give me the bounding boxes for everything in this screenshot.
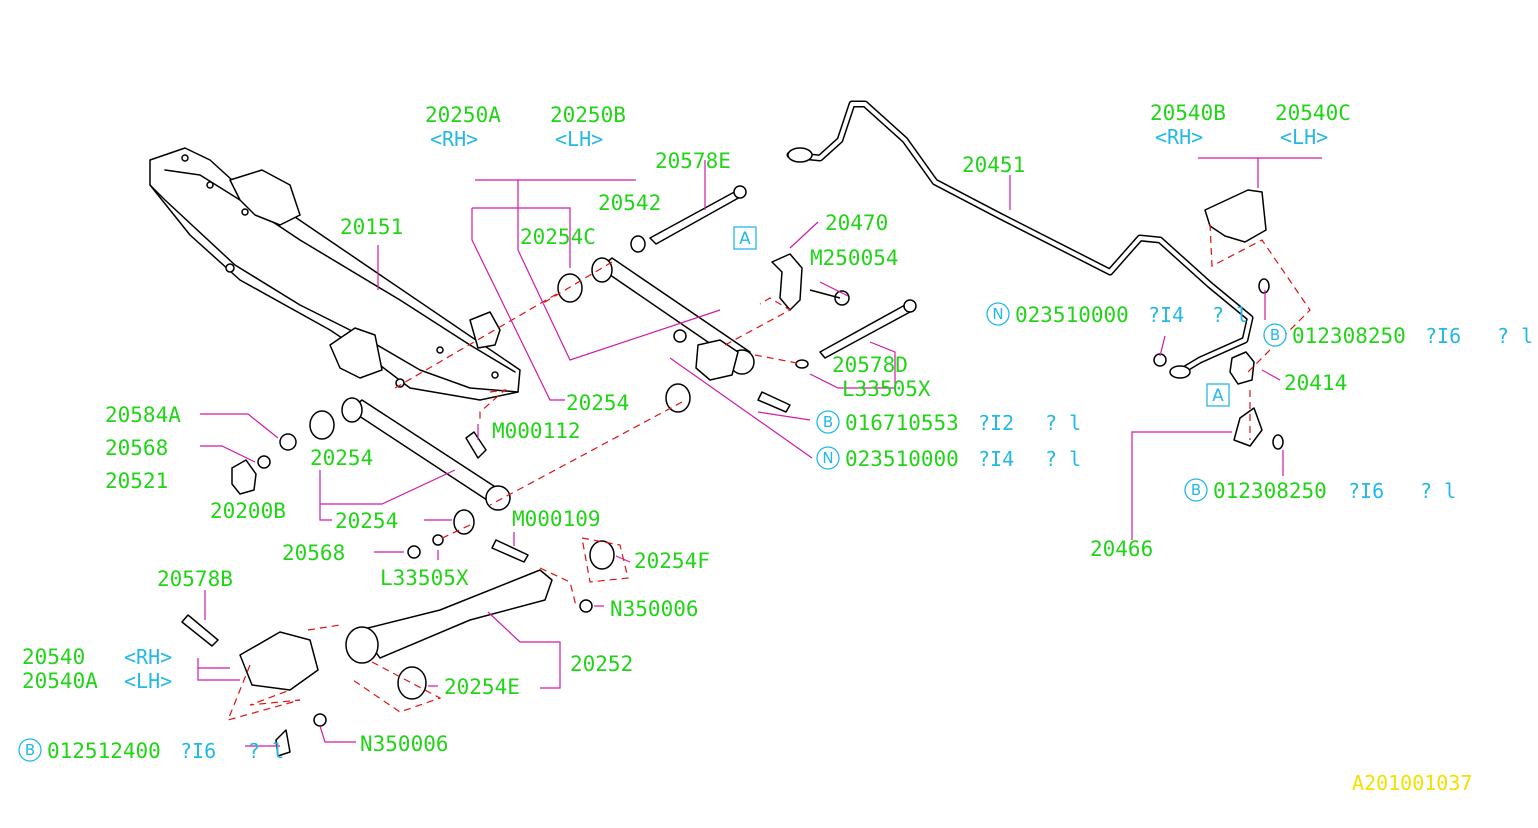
part-suffix: ?I6 xyxy=(180,739,216,763)
label-20254-low: 20254 xyxy=(335,509,398,533)
circle-tag-letter: B xyxy=(1270,326,1280,344)
circle-tag-letter: B xyxy=(1191,481,1201,499)
tagged-part-n023510000-right: N 023510000 ?I4 ? l xyxy=(986,302,1248,327)
circle-tag-letter: N xyxy=(992,305,1003,323)
reference-box-a-2: A xyxy=(1206,383,1230,407)
part-suffix: ?I4 xyxy=(1148,303,1184,327)
upper-link-drawing xyxy=(557,185,755,413)
part-suffix: ?I6 xyxy=(1348,479,1384,503)
label-20568-low: 20568 xyxy=(282,541,345,565)
svg-text:A: A xyxy=(1212,386,1224,406)
label-20466: 20466 xyxy=(1090,537,1153,561)
bolt-20578D-drawing xyxy=(757,299,917,413)
dashed-assembly-lines xyxy=(226,223,1311,721)
svg-text:A: A xyxy=(739,229,751,249)
crossmember-drawing xyxy=(149,147,521,401)
bracket-20540B-drawing xyxy=(1204,189,1267,243)
label-20540: 20540 xyxy=(22,645,85,669)
side-label-lh-3: <LH> xyxy=(124,669,172,693)
label-L33505X-low: L33505X xyxy=(380,566,469,590)
part-number: 012308250 xyxy=(1292,324,1406,348)
tagged-part-b012308250-right: B 012308250 ?I6 ? l xyxy=(1263,323,1533,348)
trailing-link-drawing xyxy=(181,540,615,757)
label-20254-mid: 20254 xyxy=(566,391,629,415)
part-suffix: ?I4 xyxy=(978,447,1014,471)
label-20568-top: 20568 xyxy=(105,436,168,460)
diagram-id: A201001037 xyxy=(1352,771,1472,795)
side-label-lh: <LH> xyxy=(555,127,603,151)
reference-box-a-1: A xyxy=(733,226,757,250)
label-20254C: 20254C xyxy=(520,225,596,249)
label-20254E: 20254E xyxy=(444,675,520,699)
side-label-lh-2: <LH> xyxy=(1280,125,1328,149)
tagged-part-b012512400: B 012512400 ?I6 ? l xyxy=(18,738,284,763)
lower-link-drawing xyxy=(231,397,529,563)
label-20151: 20151 xyxy=(340,215,403,239)
label-20578D: 20578D xyxy=(832,353,908,377)
label-M000112: M000112 xyxy=(492,419,581,443)
circle-tag-letter: N xyxy=(822,449,833,467)
part-number: 016710553 xyxy=(845,411,959,435)
label-20252: 20252 xyxy=(570,652,633,676)
label-N350006-low: N350006 xyxy=(360,732,449,756)
label-20414: 20414 xyxy=(1284,371,1347,395)
part-extra: ? l xyxy=(248,739,284,763)
part-number: 023510000 xyxy=(1015,303,1129,327)
label-20521: 20521 xyxy=(105,469,168,493)
leader-lines xyxy=(197,157,1322,747)
side-label-rh: <RH> xyxy=(430,127,478,151)
side-label-rh-3: <RH> xyxy=(124,645,172,669)
part-extra: ? l xyxy=(1497,324,1533,348)
part-number: 023510000 xyxy=(845,447,959,471)
label-20250A: 20250A xyxy=(425,103,501,127)
part-extra: ? l xyxy=(1212,303,1248,327)
label-20254-left: 20254 xyxy=(310,446,373,470)
label-20584A: 20584A xyxy=(105,403,181,427)
part-extra: ? l xyxy=(1045,411,1081,435)
part-number: 012512400 xyxy=(47,739,161,763)
part-extra: ? l xyxy=(1420,479,1456,503)
side-label-rh-2: <RH> xyxy=(1155,125,1203,149)
label-20250B: 20250B xyxy=(550,103,626,127)
bushing-bracket-drawing xyxy=(1153,278,1284,450)
label-20200B: 20200B xyxy=(210,499,286,523)
part-extra: ? l xyxy=(1045,447,1081,471)
tagged-part-b012308250-low: B 012308250 ?I6 ? l xyxy=(1184,478,1456,503)
tagged-part-n023510000-mid: N 023510000 ?I4 ? l xyxy=(816,446,1081,471)
circle-tag-letter: B xyxy=(823,413,833,431)
circle-tag-letter: B xyxy=(25,741,35,759)
stabilizer-bar-drawing xyxy=(786,100,1254,379)
label-N350006-mid: N350006 xyxy=(610,597,699,621)
label-20254F: 20254F xyxy=(634,549,710,573)
label-20540A: 20540A xyxy=(22,669,98,693)
label-20470: 20470 xyxy=(825,211,888,235)
label-20578B: 20578B xyxy=(157,567,233,591)
label-L33505X-top: L33505X xyxy=(842,377,931,401)
label-20542: 20542 xyxy=(598,191,661,215)
label-20540C: 20540C xyxy=(1275,101,1351,125)
label-20540B: 20540B xyxy=(1150,101,1226,125)
label-20578E: 20578E xyxy=(655,149,731,173)
part-suffix: ?I2 xyxy=(978,411,1014,435)
part-number: 012308250 xyxy=(1213,479,1327,503)
part-suffix: ?I6 xyxy=(1425,324,1461,348)
label-20451: 20451 xyxy=(962,153,1025,177)
label-M250054: M250054 xyxy=(810,246,899,270)
tagged-part-b016710553: B 016710553 ?I2 ? l xyxy=(816,410,1081,435)
label-M000109: M000109 xyxy=(512,507,601,531)
